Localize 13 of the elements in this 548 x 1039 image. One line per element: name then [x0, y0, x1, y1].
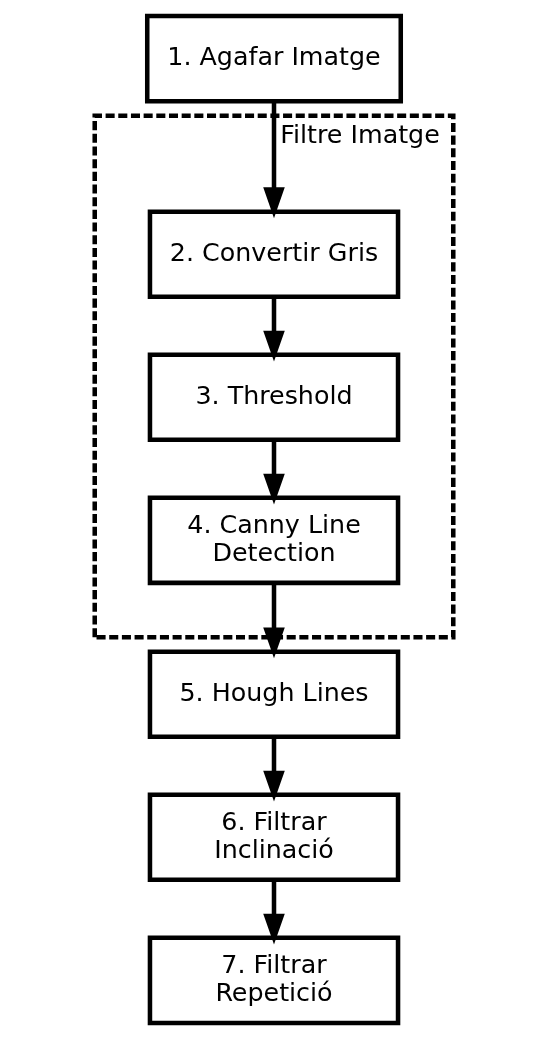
arrow — [263, 880, 285, 945]
node-box: 2. Convertir Gris — [147, 209, 401, 300]
node-box: 1. Agafar Imatge — [144, 13, 404, 104]
node-box: 3. Threshold — [147, 352, 401, 443]
arrow — [263, 737, 285, 802]
node-box: 5. Hough Lines — [147, 649, 401, 740]
arrow — [263, 297, 285, 362]
node-box: 6. Filtrar Inclinació — [147, 792, 401, 883]
arrow — [263, 440, 285, 505]
arrow — [263, 101, 285, 219]
node-box: 7. Filtrar Repetició — [147, 935, 401, 1026]
node-box: 4. Canny Line Detection — [147, 495, 401, 586]
arrow — [263, 583, 285, 659]
